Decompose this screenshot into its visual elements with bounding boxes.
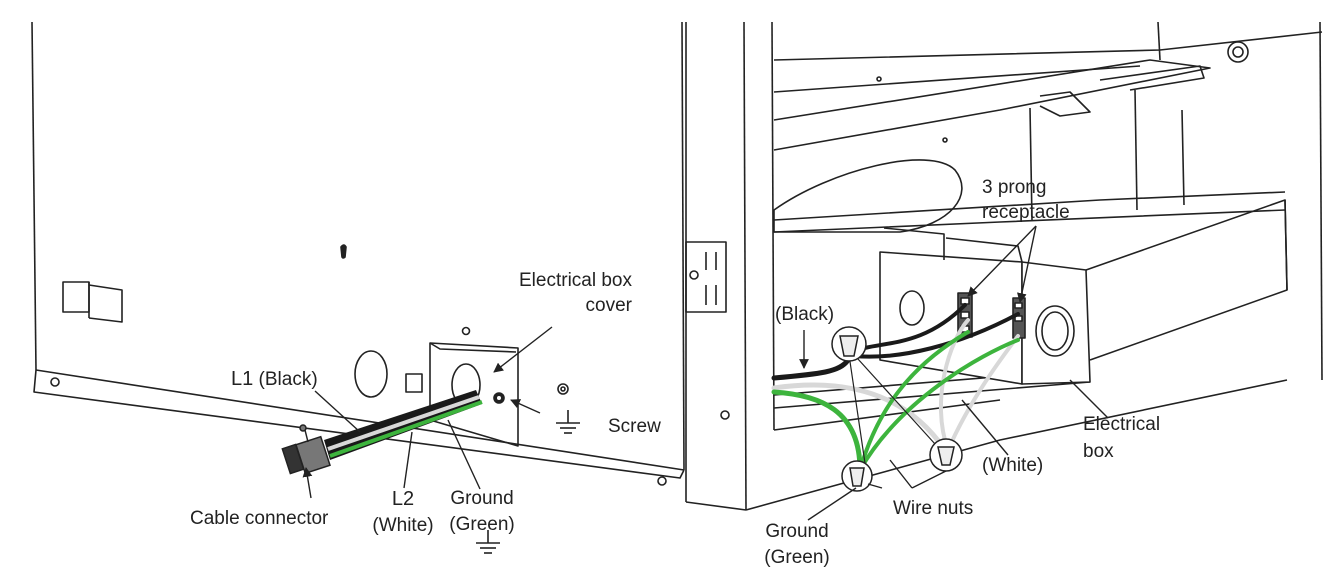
right-wires xyxy=(771,303,1020,473)
leader-lines xyxy=(302,225,1109,521)
right-unit-frame xyxy=(685,21,1323,511)
label-l1: L1 xyxy=(231,368,254,390)
label-line: box xyxy=(1083,441,1114,462)
label-white-right: (White) xyxy=(982,455,1044,476)
label-line: receptacle xyxy=(982,202,1070,223)
label-line: Ground xyxy=(765,521,829,542)
cable-connector xyxy=(281,424,331,475)
left-unit-panel xyxy=(31,21,685,486)
label-white: (White) xyxy=(372,515,434,536)
label-screw: Screw xyxy=(608,416,661,437)
wire-nut-icon xyxy=(831,326,867,362)
label-ground-right: Ground (Green) xyxy=(755,522,839,567)
label-black-right: (Black) xyxy=(775,304,835,325)
label-line: cover xyxy=(585,295,632,316)
electrical-box xyxy=(879,227,1091,385)
label-line: Electrical box xyxy=(519,270,632,291)
label-line: Ground xyxy=(450,488,514,509)
label-ground-left: Ground (Green) xyxy=(440,489,524,534)
label-l2-white: L2 (White) xyxy=(366,489,440,535)
label-line: (Green) xyxy=(764,547,830,568)
label-l1-black: L1 (Black) xyxy=(231,369,318,389)
label-wire-nuts: Wire nuts xyxy=(893,498,974,519)
label-electrical-box: Electrical box xyxy=(1083,415,1160,461)
label-electrical-box-cover: Electrical box cover xyxy=(470,271,632,315)
label-line: Electrical xyxy=(1083,414,1161,435)
label-cable-connector: Cable connector xyxy=(190,508,329,529)
label-3-prong-receptacle: 3 prong receptacle xyxy=(982,178,1070,222)
label-line: 3 prong xyxy=(982,177,1047,198)
wire-nut-icon xyxy=(929,438,963,472)
label-line: (Green) xyxy=(449,514,515,535)
label-black: (Black) xyxy=(258,369,318,390)
ground-symbol-icon xyxy=(476,530,500,554)
label-l2: L2 xyxy=(391,488,415,510)
left-cable xyxy=(324,390,483,460)
ground-symbol-icon xyxy=(556,410,580,434)
wire-nut-icon xyxy=(841,460,873,492)
